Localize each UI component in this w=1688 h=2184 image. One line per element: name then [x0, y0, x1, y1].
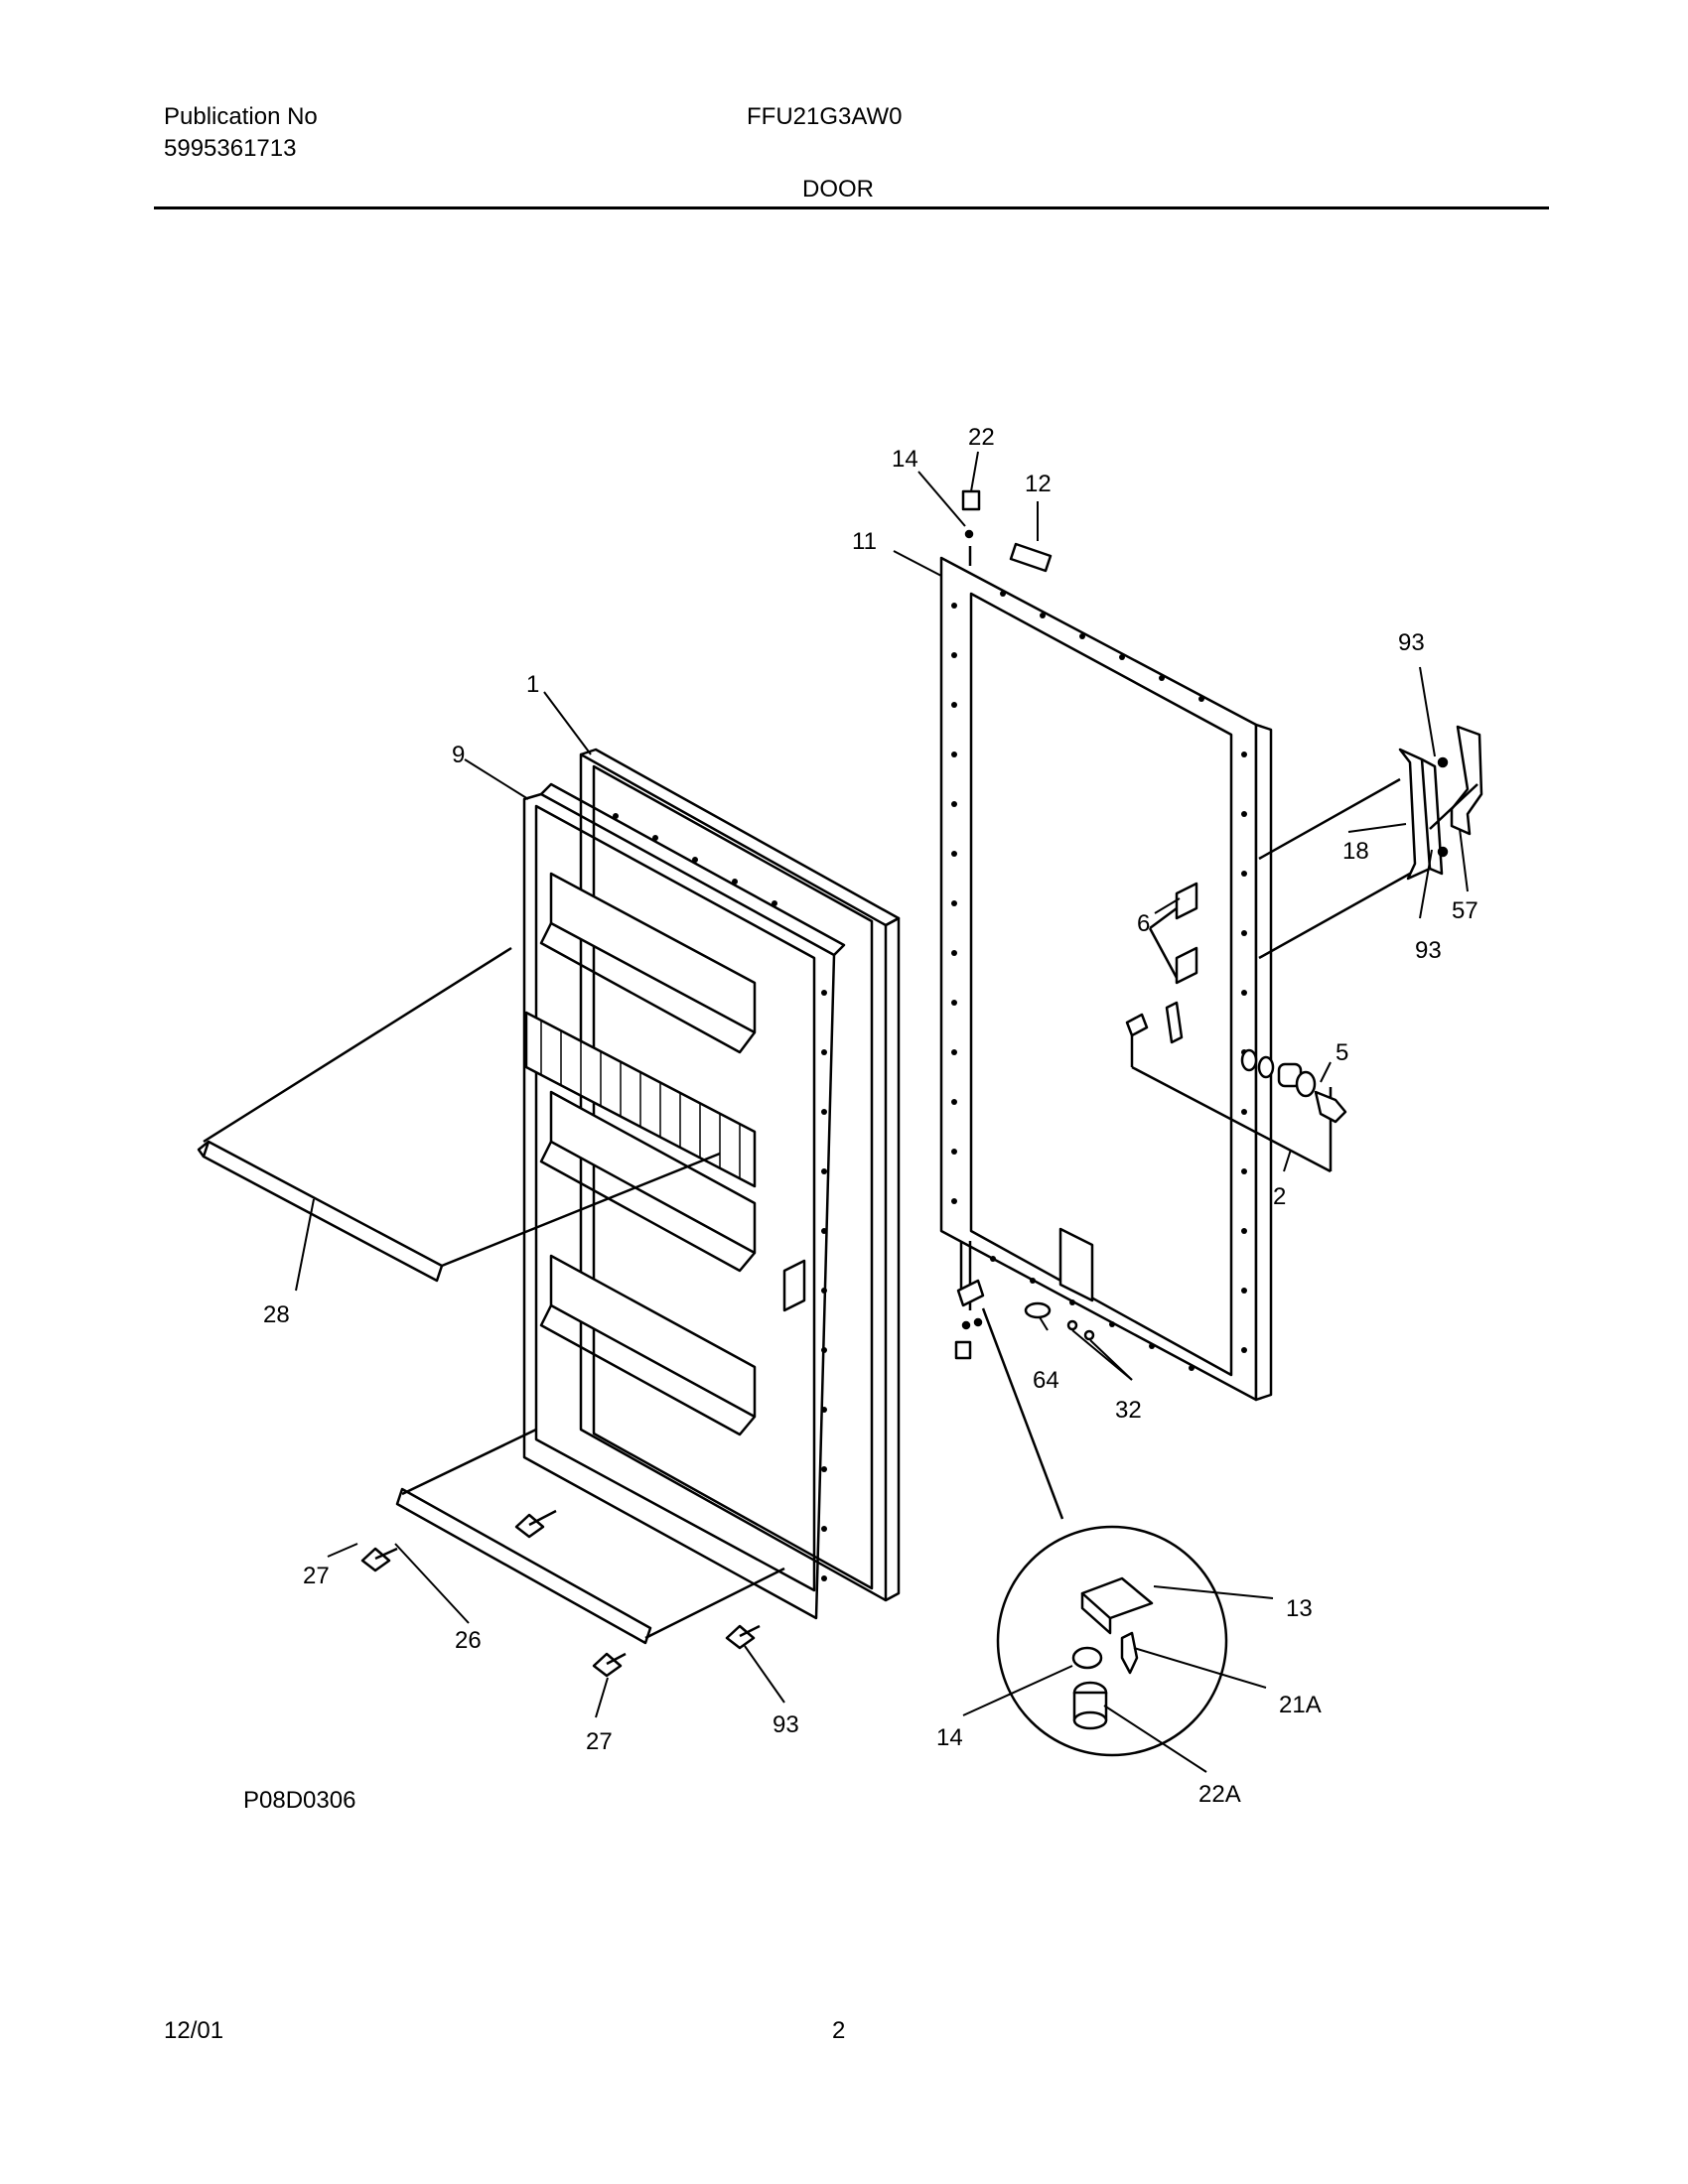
callout-27-bottom: 27 [586, 1728, 613, 1755]
callout-12: 12 [1025, 471, 1052, 497]
bottom-rail-part [395, 1428, 785, 1645]
callout-26: 26 [455, 1627, 482, 1654]
callout-2: 2 [1273, 1183, 1286, 1210]
door-panel-part [939, 556, 1273, 1402]
callout-22a: 22A [1198, 1781, 1241, 1808]
header-rule [154, 206, 1549, 209]
publication-label: Publication No [164, 103, 318, 130]
top-hinge-parts [961, 489, 1053, 573]
callout-21a: 21A [1279, 1692, 1322, 1718]
handle-part [1258, 725, 1483, 960]
bottom-hinge-parts [954, 1241, 1095, 1520]
figure-code: P08D0306 [243, 1787, 356, 1814]
model-number: FFU21G3AW0 [747, 103, 903, 130]
hinge-bracket-parts [1125, 882, 1198, 1044]
door-liner-part [522, 748, 901, 1620]
callout-57: 57 [1452, 897, 1478, 924]
lock-part [1130, 1034, 1347, 1173]
callout-1: 1 [526, 671, 539, 698]
publication-number: 5995361713 [164, 135, 297, 162]
shelf-rail-part [197, 946, 721, 1283]
callout-28: 28 [263, 1301, 290, 1328]
callout-5: 5 [1336, 1039, 1348, 1066]
callout-64: 64 [1033, 1367, 1059, 1394]
callout-93-right: 93 [1415, 937, 1442, 964]
callout-14-bottom: 14 [936, 1724, 963, 1751]
callout-6: 6 [1137, 910, 1150, 937]
leader-lines [295, 451, 1469, 1773]
page-number: 2 [832, 2017, 846, 2044]
callout-13: 13 [1286, 1595, 1313, 1622]
callout-27-left: 27 [303, 1563, 330, 1589]
callout-labels: 22 14 12 11 93 1 9 18 6 57 93 5 2 28 64 … [263, 424, 1478, 1808]
callout-18: 18 [1342, 838, 1369, 865]
callout-9: 9 [452, 742, 465, 768]
callout-11: 11 [852, 528, 877, 555]
callout-93-top: 93 [1398, 629, 1425, 656]
publication-date: 12/01 [164, 2017, 224, 2044]
callout-93-bottom: 93 [773, 1711, 799, 1738]
screw-parts [360, 1509, 761, 1678]
callout-14-top: 14 [892, 446, 918, 473]
callout-22: 22 [968, 424, 995, 451]
hinge-detail-circle [996, 1525, 1228, 1757]
section-title: DOOR [802, 176, 874, 203]
callout-32: 32 [1115, 1397, 1142, 1424]
